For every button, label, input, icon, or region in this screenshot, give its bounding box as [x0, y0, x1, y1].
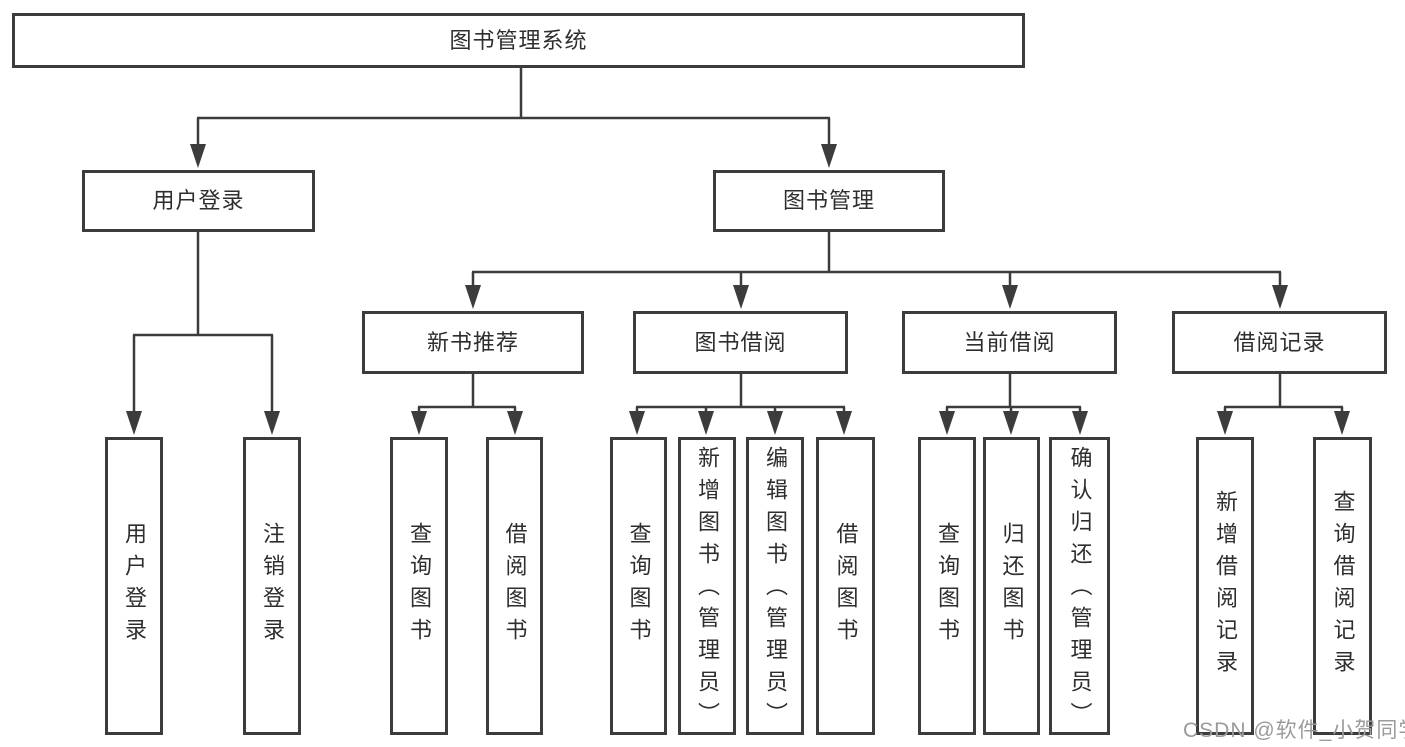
leaf-return-books: 归还图书 — [983, 437, 1040, 735]
leaf-edit-books-admin: 编辑图书（管理员） — [746, 437, 804, 735]
connector-book-borrow-group — [629, 374, 852, 435]
node-book-borrow: 图书借阅 — [633, 311, 848, 374]
connector-book-mgmt-to-level3 — [465, 232, 1288, 309]
leaf-user-login: 用户登录 — [105, 437, 163, 735]
connector-current-borrow-group — [939, 374, 1088, 435]
leaf-query-borrow-record: 查询借阅记录 — [1313, 437, 1372, 735]
leaf-borrow-books: 借阅图书 — [816, 437, 875, 735]
node-book-management: 图书管理 — [713, 170, 945, 232]
connector-user-login-group — [126, 232, 280, 435]
leaf-query-books-current: 查询图书 — [918, 437, 976, 735]
leaf-borrow-books-recommend: 借阅图书 — [486, 437, 543, 735]
leaf-add-borrow-record: 新增借阅记录 — [1196, 437, 1254, 735]
node-borrow-record: 借阅记录 — [1172, 311, 1387, 374]
leaf-logout: 注销登录 — [243, 437, 301, 735]
leaf-query-books-borrow: 查询图书 — [610, 437, 667, 735]
csdn-watermark: CSDN @软件_小贺同学 — [1183, 719, 1405, 742]
node-current-borrow: 当前借阅 — [902, 311, 1117, 374]
connector-root-to-level2 — [190, 68, 837, 168]
leaf-query-books-recommend: 查询图书 — [390, 437, 448, 735]
node-root-system: 图书管理系统 — [12, 13, 1025, 68]
leaf-confirm-return-admin: 确认归还（管理员） — [1049, 437, 1110, 735]
node-user-login: 用户登录 — [82, 170, 315, 232]
connector-borrow-record-group — [1217, 374, 1350, 435]
connector-new-book-group — [411, 374, 523, 435]
node-new-book-recommend: 新书推荐 — [362, 311, 584, 374]
leaf-add-books-admin: 新增图书（管理员） — [678, 437, 736, 735]
